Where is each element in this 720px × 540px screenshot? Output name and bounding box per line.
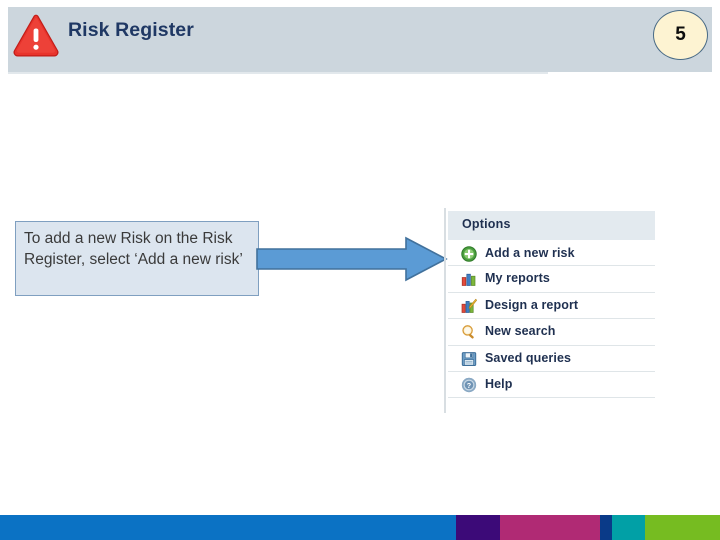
plus-circle-green-icon xyxy=(461,246,477,262)
footer-segment-purple xyxy=(456,515,500,540)
options-panel-header: Options xyxy=(448,211,655,240)
slide-header-band xyxy=(8,7,712,72)
svg-text:?: ? xyxy=(467,381,471,390)
options-item-label: Saved queries xyxy=(485,350,572,365)
pointer-arrow-right-icon xyxy=(256,236,448,282)
warning-triangle-icon xyxy=(12,13,60,57)
options-panel-left-divider xyxy=(444,208,446,413)
footer-segment-navy xyxy=(600,515,612,540)
options-item-label: Add a new risk xyxy=(485,246,575,260)
page-number-badge: 5 xyxy=(653,10,708,60)
instruction-callout-box: To add a new Risk on the Risk Register, … xyxy=(15,221,259,296)
instruction-callout-text: To add a new Risk on the Risk Register, … xyxy=(24,230,243,268)
page-badge-number: 5 xyxy=(675,24,686,45)
footer-color-bar xyxy=(0,515,720,540)
footer-segment-teal xyxy=(612,515,645,540)
footer-segment-blue xyxy=(0,515,456,540)
options-item-label: Design a report xyxy=(485,297,579,312)
floppy-disk-icon xyxy=(461,351,477,367)
options-item-help[interactable]: ? Help xyxy=(448,372,655,399)
options-item-design-a-report[interactable]: Design a report xyxy=(448,293,655,320)
options-panel-header-label: Options xyxy=(462,217,511,231)
options-list: Add a new risk My reports xyxy=(448,240,655,399)
chart-pencil-icon xyxy=(461,298,477,314)
options-item-saved-queries[interactable]: Saved queries xyxy=(448,346,655,372)
page-badge-ellipse xyxy=(653,10,708,60)
options-item-label: My reports xyxy=(485,271,550,286)
bar-chart-icon xyxy=(461,271,477,287)
page-title: Risk Register xyxy=(68,19,194,41)
question-circle-icon: ? xyxy=(461,377,477,393)
options-item-new-search[interactable]: New search xyxy=(448,319,655,346)
slide-header-underline xyxy=(8,72,548,74)
footer-segment-magenta xyxy=(500,515,600,540)
footer-segment-green xyxy=(645,515,720,540)
magnifier-icon xyxy=(461,324,477,340)
options-panel: Options Add a new risk xyxy=(448,211,655,415)
options-item-label: Help xyxy=(485,376,513,391)
options-item-label: New search xyxy=(485,324,556,339)
options-item-my-reports[interactable]: My reports xyxy=(448,266,655,293)
options-item-add-a-new-risk[interactable]: Add a new risk xyxy=(448,240,655,267)
